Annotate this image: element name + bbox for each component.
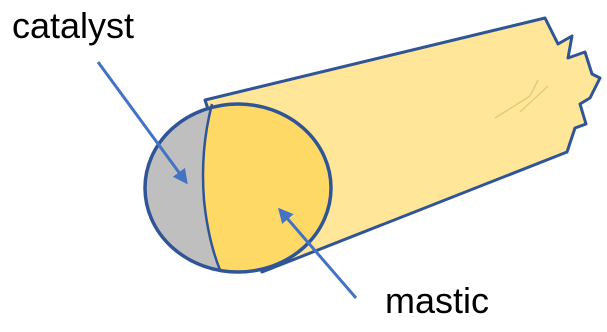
end-face-outline (143, 102, 333, 274)
catalyst-label: catalyst (12, 5, 135, 46)
mastic-label: mastic (385, 280, 490, 321)
catalyst-arrow (96, 61, 188, 185)
catalyst-divider (201, 103, 222, 271)
tube-crease (494, 79, 549, 119)
mastic-arrow (278, 207, 358, 299)
